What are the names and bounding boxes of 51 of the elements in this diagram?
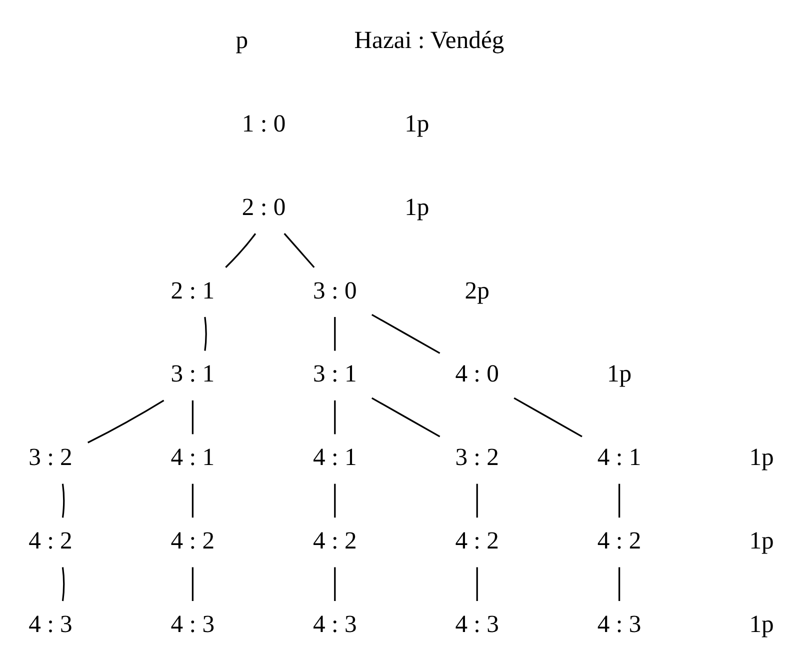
connector <box>334 484 336 518</box>
node-text: 3 : 2 <box>28 444 72 472</box>
node-text: 4 : 3 <box>597 610 642 638</box>
node-text: 4 : 2 <box>28 528 72 555</box>
node-text: 4 : 2 <box>597 528 642 555</box>
node-text: 2 : 1 <box>170 277 215 304</box>
label: 1p <box>404 194 430 221</box>
connector <box>204 316 207 351</box>
node-text: 3 : 0 <box>313 277 357 304</box>
node-text: 2 : 0 <box>242 194 286 221</box>
label: 1p <box>404 110 430 138</box>
label: 2p <box>464 277 490 304</box>
label: p <box>236 27 248 54</box>
node-text: 4 : 0 <box>455 360 499 388</box>
connector <box>192 567 194 601</box>
node-text: 3 : 1 <box>313 360 357 388</box>
connector <box>618 484 620 518</box>
connector <box>476 484 478 518</box>
node-text: 4 : 2 <box>170 528 215 555</box>
connector <box>371 397 440 438</box>
connector <box>62 484 65 518</box>
label: 1 : 0 <box>242 110 286 138</box>
node-text: 4 : 3 <box>313 610 357 638</box>
node-text: 4 : 1 <box>597 444 642 472</box>
node-text: 4 : 3 <box>170 610 215 638</box>
node-text: 4 : 1 <box>170 444 215 472</box>
label: 1p <box>749 610 774 638</box>
node-text: 4 : 3 <box>455 610 499 638</box>
connector <box>334 317 336 351</box>
connector <box>192 400 194 434</box>
node-text: 4 : 2 <box>455 528 499 555</box>
node-text: 4 : 2 <box>313 528 357 555</box>
connector <box>514 397 582 438</box>
node-text: 3 : 2 <box>455 444 499 472</box>
label: Hazai : Vendég <box>354 27 504 54</box>
connector <box>192 484 194 518</box>
connector <box>618 567 620 601</box>
node-text: 4 : 1 <box>313 444 357 472</box>
connector <box>334 400 336 434</box>
connector <box>334 567 336 601</box>
connector <box>476 567 478 601</box>
node-text: 3 : 1 <box>170 360 215 388</box>
label: 1p <box>749 444 774 472</box>
node-text: 4 : 3 <box>28 610 72 638</box>
connector <box>284 233 315 268</box>
label: 1p <box>749 528 774 555</box>
connector <box>62 567 65 602</box>
connector <box>225 233 256 268</box>
connector <box>371 314 440 354</box>
connector <box>87 400 164 444</box>
label: 1p <box>606 360 632 388</box>
